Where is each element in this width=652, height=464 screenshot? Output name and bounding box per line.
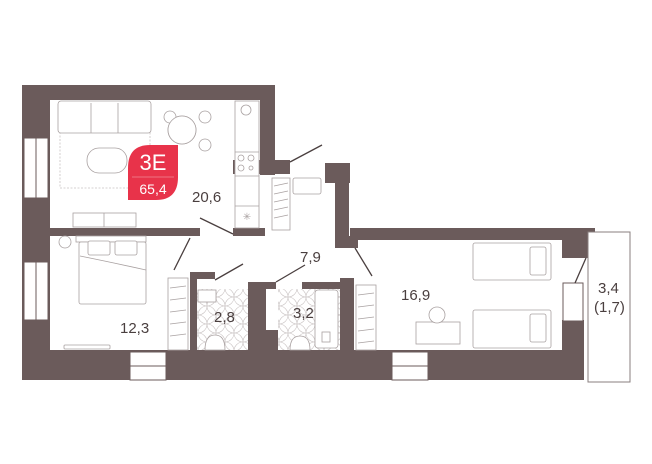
toilet-bath-icon (289, 335, 311, 351)
wardrobe-bedroom-icon (167, 277, 189, 351)
walls (22, 85, 595, 380)
doors (173, 144, 587, 284)
stove-icon (237, 154, 245, 162)
desk-icon (415, 321, 461, 345)
area-bedroom-right: 16,9 (401, 287, 430, 304)
chair-icon (428, 306, 446, 324)
area-wc: 2,8 (214, 309, 235, 326)
apartment-type: 3E (140, 150, 167, 175)
fridge-icon: ✳ (243, 212, 251, 223)
bedroom-right-furniture (415, 242, 552, 349)
badge-shape (128, 145, 178, 200)
area-bathroom: 3,2 (293, 305, 314, 322)
radiator-icon (63, 344, 111, 350)
area-bedroom-left: 12,3 (120, 320, 149, 337)
boiler-icon (58, 235, 72, 249)
area-labels: 20,6 7,9 12,3 2,8 3,2 16,9 3,4 (1,7) (120, 189, 625, 337)
hallway-furniture (167, 177, 377, 351)
double-bed-icon (78, 241, 147, 305)
balcony-door (562, 282, 584, 322)
sink-wc-icon (197, 289, 217, 303)
apartment-total-area: 65,4 (139, 181, 166, 197)
balcony (562, 231, 631, 383)
area-balcony: 3,4 (598, 280, 619, 297)
sink-icon (240, 104, 252, 116)
living-furniture: ✳ (57, 100, 260, 229)
area-living-kitchen: 20,6 (192, 189, 221, 206)
bathtub-icon (314, 289, 339, 349)
sofa-icon (57, 100, 152, 134)
coffee-table-icon (86, 147, 128, 174)
apartment-badge: 3E 65,4 (128, 145, 178, 200)
area-balcony-reduced: (1,7) (594, 299, 625, 316)
toilet-icon (204, 334, 226, 351)
area-hallway: 7,9 (300, 249, 321, 266)
wardrobe-right-icon (355, 284, 377, 351)
windows (23, 137, 429, 381)
bathroom-room (278, 289, 340, 351)
wardrobe-icon (271, 177, 291, 231)
shoe-mat-icon (292, 177, 322, 195)
bedroom-left-furniture (58, 235, 147, 350)
wc-room (197, 289, 248, 351)
tv-console-icon (72, 212, 137, 228)
kitchen-counter-icon (234, 100, 260, 229)
